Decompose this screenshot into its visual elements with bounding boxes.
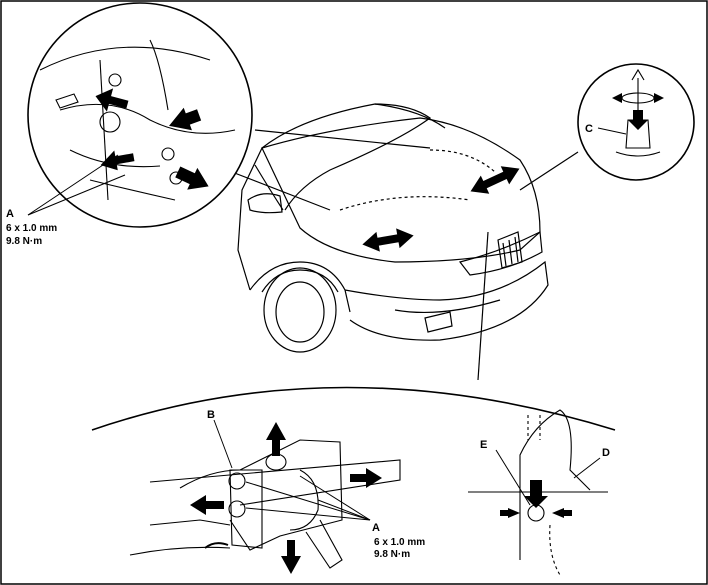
callout-b: B bbox=[207, 409, 215, 421]
striker-leaders bbox=[495, 449, 601, 506]
hood-stop-detail bbox=[577, 63, 695, 181]
latch-leaders bbox=[213, 419, 371, 521]
car-adjust-arrows bbox=[362, 166, 520, 252]
leader-c bbox=[597, 127, 627, 135]
latch-detail-dome bbox=[91, 386, 616, 431]
torque-size-top: 6 x 1.0 mm bbox=[6, 223, 57, 234]
torque-value-top: 9.8 N·m bbox=[6, 236, 42, 247]
hinge-detail bbox=[27, 2, 253, 228]
callout-a-top: A bbox=[6, 208, 14, 220]
leader-lines bbox=[231, 129, 579, 381]
callout-c: C bbox=[585, 123, 593, 135]
callout-e: E bbox=[480, 439, 487, 451]
latch-adjust-arrows bbox=[190, 422, 382, 574]
car-illustration bbox=[237, 103, 549, 353]
latch-assembly bbox=[129, 439, 401, 569]
torque-value-bottom: 9.8 N·m bbox=[374, 549, 410, 560]
callout-d: D bbox=[602, 447, 610, 459]
callout-a-bottom: A bbox=[372, 522, 380, 534]
striker-arrows bbox=[500, 480, 572, 518]
torque-size-bottom: 6 x 1.0 mm bbox=[374, 537, 425, 548]
